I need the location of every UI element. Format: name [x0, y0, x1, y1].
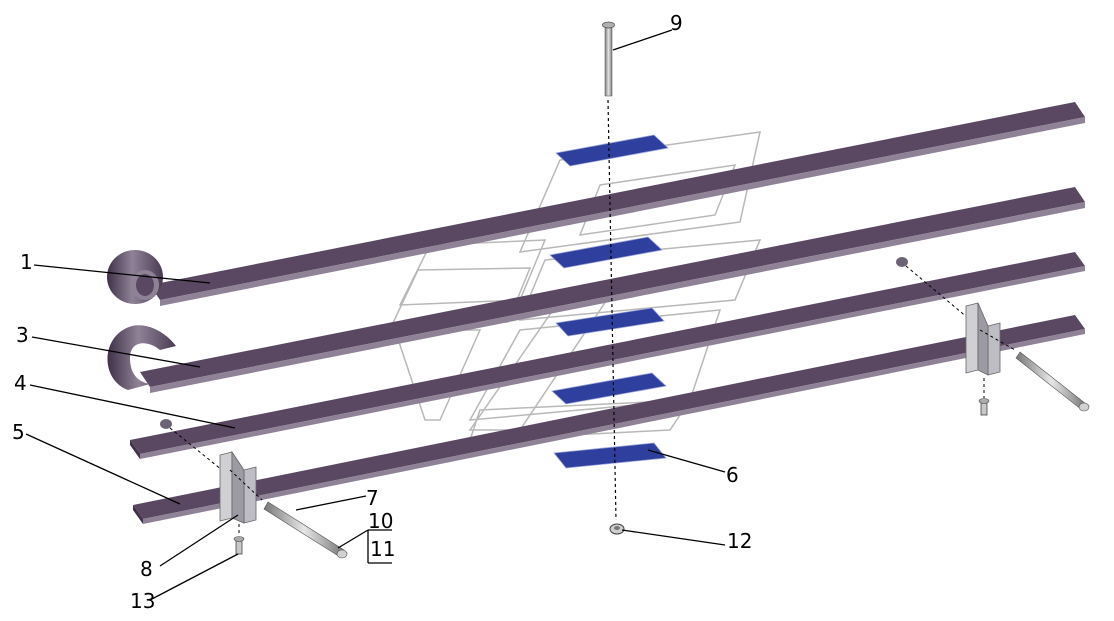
- clamp-rivet-right: [980, 401, 988, 416]
- callout-10: 10: [368, 509, 393, 533]
- spacer-plate: [555, 307, 665, 337]
- center-bolt: [602, 21, 617, 521]
- clamp-bolt-left: [263, 501, 345, 558]
- callout-4: 4: [14, 371, 27, 395]
- clamp-rivet-left: [235, 539, 243, 555]
- spring-eye-2: [107, 325, 176, 390]
- spacer-plates: [549, 134, 669, 469]
- callouts: 1 3 4 5 6 7 8 9 10 11 12 13: [12, 11, 752, 613]
- leaf-spring-2: [107, 187, 1085, 393]
- clamp-left: [219, 451, 233, 522]
- clamp-bolt-right: [1015, 351, 1087, 411]
- callout-7: 7: [366, 486, 379, 510]
- spacer-plate: [553, 442, 667, 469]
- callout-11: 11: [370, 537, 395, 561]
- right-clamp-assembly: [896, 257, 1090, 416]
- callout-9: 9: [670, 11, 683, 35]
- leaf-spring-4: [130, 252, 1085, 459]
- callout-12: 12: [727, 529, 752, 553]
- callout-13: 13: [130, 589, 155, 613]
- callout-3: 3: [16, 323, 29, 347]
- spacer-plate: [549, 236, 663, 269]
- leader-lines: [25, 29, 726, 601]
- callout-8: 8: [140, 557, 153, 581]
- spacer-plate: [555, 134, 669, 167]
- callout-6: 6: [726, 463, 739, 487]
- left-clamp-assembly: [160, 419, 348, 559]
- center-nut: [609, 523, 625, 535]
- clamp-right: [965, 302, 979, 374]
- leaf-spring-1: [107, 102, 1085, 306]
- callout-5: 5: [12, 420, 25, 444]
- spacer-plate: [551, 372, 667, 405]
- callout-1: 1: [20, 250, 33, 274]
